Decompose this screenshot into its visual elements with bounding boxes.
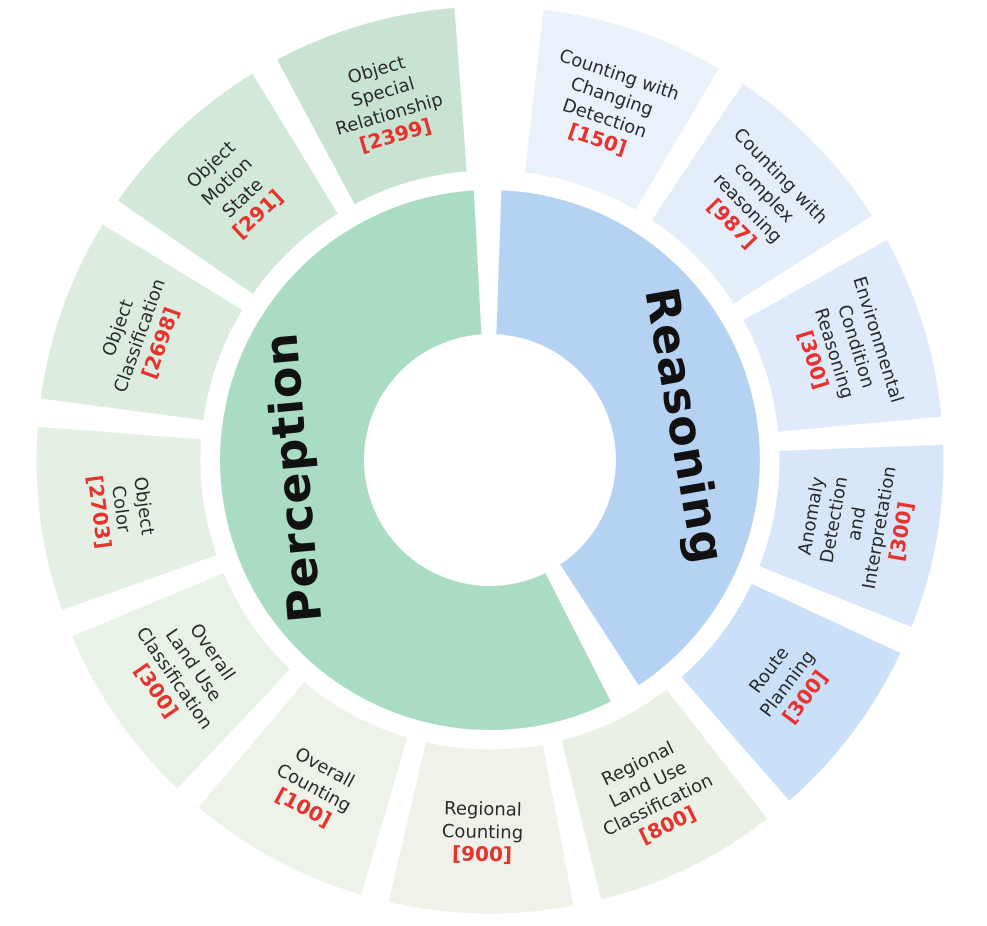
segment-shape xyxy=(114,70,342,298)
segment-label: ObjectColor[2703] xyxy=(83,468,159,550)
segment-shape xyxy=(273,4,470,208)
segment-route-planning: RoutePlanning[300] xyxy=(677,580,904,805)
segment-shape xyxy=(37,220,246,424)
segment-anomaly-detection-and-interpretation: AnomalyDetectionandInterpretation[300] xyxy=(755,441,947,631)
segment-object-color: ObjectColor[2703] xyxy=(33,423,220,614)
segment-count: [900] xyxy=(452,841,513,866)
segment-regional-land-use-classification: RegionalLand UseClassification[800] xyxy=(558,685,771,903)
segment-label: OverallLand UseClassification[300] xyxy=(113,597,255,746)
segment-environmental-condition-reasoning: EnvironmentalConditionReasoning[300] xyxy=(739,236,945,435)
segment-shape xyxy=(755,441,947,631)
segment-label: ObjectSpecialRelationship[2399] xyxy=(320,45,451,162)
segment-shape xyxy=(521,6,723,214)
inner-ring: Perception Reasoning xyxy=(216,186,764,734)
segment-shape xyxy=(677,580,904,805)
segment-object-special-relationship: ObjectSpecialRelationship[2399] xyxy=(273,4,470,208)
segment-shape xyxy=(68,569,294,793)
segment-shape xyxy=(739,236,945,435)
segment-shape xyxy=(648,80,876,308)
segment-overall-counting: OverallCounting[100] xyxy=(194,678,411,899)
segment-shape xyxy=(33,423,220,614)
segment-object-motion-state: ObjectMotionState[291] xyxy=(114,70,342,298)
segment-shape xyxy=(385,739,577,917)
segment-object-classification: ObjectClassification[2698] xyxy=(37,220,246,424)
outer-ring: Counting withChangingDetection[150]Count… xyxy=(33,4,947,917)
segment-name-line: Regional xyxy=(444,798,522,821)
segment-regional-counting: RegionalCounting[900] xyxy=(385,739,577,917)
segment-shape xyxy=(194,678,411,899)
segment-counting-with-changing-detection: Counting withChangingDetection[150] xyxy=(521,6,723,214)
segment-counting-with-complex-reasoning: Counting withcomplexreasoning[987] xyxy=(648,80,876,308)
perception-arc xyxy=(216,186,616,734)
reasoning-arc xyxy=(492,186,764,691)
segment-overall-land-use-classification: OverallLand UseClassification[300] xyxy=(68,569,294,793)
segment-name-line: Counting xyxy=(442,821,524,844)
segment-label: RegionalCounting[900] xyxy=(441,798,524,867)
segment-shape xyxy=(558,685,771,903)
